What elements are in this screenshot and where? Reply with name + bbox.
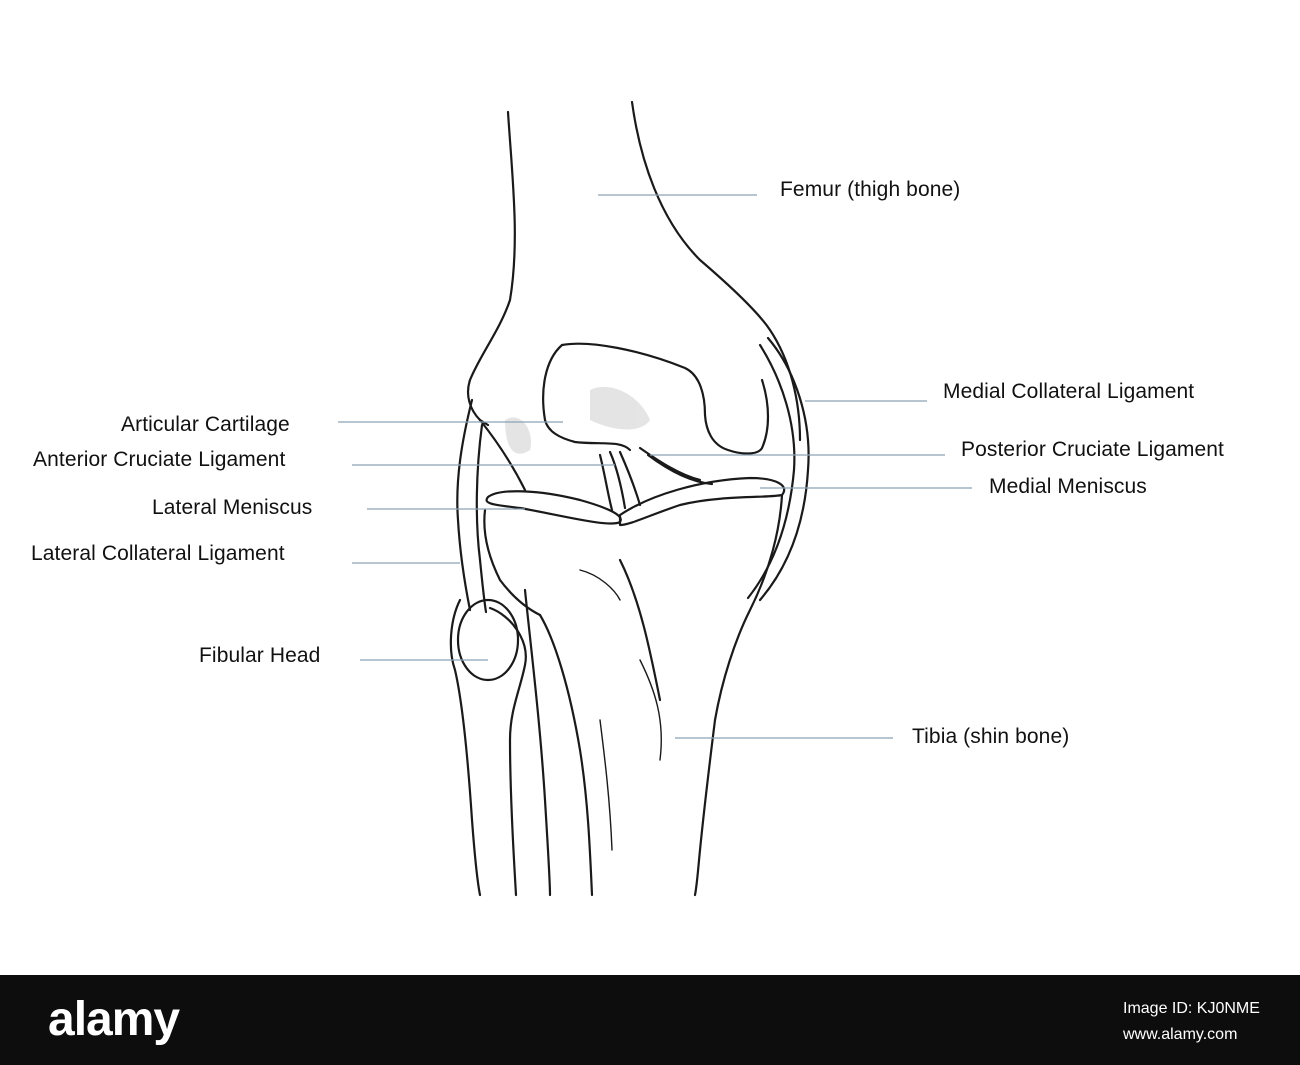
- label-medial-meniscus: Medial Meniscus: [989, 475, 1147, 498]
- femur-outline-right: [630, 100, 802, 442]
- anterior-cruciate-ligament: [598, 453, 614, 512]
- posterior-cruciate-ligament: [638, 446, 702, 482]
- intercondylar-notch: [542, 342, 770, 455]
- footer-bar: [0, 975, 1300, 1065]
- tibia-outline: [483, 508, 542, 617]
- femur-outline: [466, 110, 516, 427]
- fibular-head: [456, 598, 520, 682]
- label-tibia: Tibia (shin bone): [912, 725, 1070, 748]
- medial-meniscus: [618, 476, 786, 527]
- label-anterior-cruciate-ligament: Anterior Cruciate Ligament: [33, 448, 286, 471]
- label-lateral-meniscus: Lateral Meniscus: [152, 496, 313, 519]
- label-lateral-collateral-ligament: Lateral Collateral Ligament: [31, 542, 285, 565]
- medial-collateral-ligament: [758, 336, 810, 602]
- knee-anatomy-diagram: [338, 100, 972, 897]
- label-posterior-cruciate-ligament: Posterior Cruciate Ligament: [961, 438, 1224, 461]
- label-articular-cartilage: Articular Cartilage: [121, 413, 290, 436]
- label-fibular-head: Fibular Head: [199, 644, 321, 667]
- fibula-outline: [449, 598, 482, 897]
- label-femur: Femur (thigh bone): [780, 178, 961, 201]
- alamy-logo: alamy: [48, 993, 180, 1046]
- label-medial-collateral-ligament: Medial Collateral Ligament: [943, 380, 1195, 403]
- image-id: Image ID: KJ0NME: [1123, 1000, 1260, 1017]
- lateral-collateral-ligament: [456, 398, 474, 612]
- lateral-meniscus: [485, 490, 622, 525]
- site-url: www.alamy.com: [1123, 1026, 1238, 1043]
